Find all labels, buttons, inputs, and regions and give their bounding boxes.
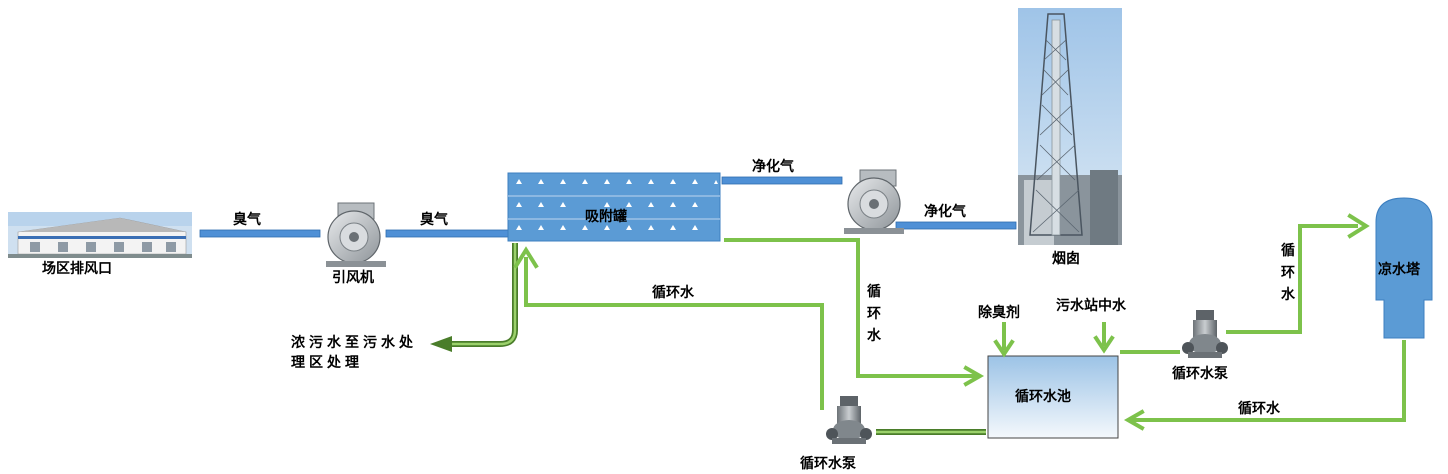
circulating-pool-label: 循环水池: [1015, 389, 1071, 405]
odor-gas-label-1: 臭气: [233, 212, 261, 228]
circulating-water-return-pipe: [524, 257, 824, 410]
pump-label-bottom: 循环水泵: [800, 456, 856, 472]
water-pump-icon: [1182, 310, 1228, 358]
chimney-tower-icon: [1018, 8, 1122, 245]
cooling-tower-label: 凉水塔: [1378, 262, 1420, 278]
tower-return-pipe: [1132, 340, 1406, 422]
water-pump-icon: [826, 396, 872, 444]
centrifugal-fan-icon: [326, 202, 386, 267]
pump-label-right: 循环水泵: [1172, 366, 1228, 382]
tank-to-pool-pipe: [724, 238, 976, 378]
cooling-tower: [1375, 197, 1433, 339]
gas-pipe-outlet-to-fan: [199, 229, 321, 238]
gas-pipe-fan-to-tank: [385, 229, 509, 238]
adsorption-tank: [507, 172, 721, 242]
outlet-label: 场区排风口: [42, 261, 112, 277]
chimney-label: 烟囱: [1052, 251, 1080, 267]
clean-gas-label-2: 净化气: [924, 204, 966, 220]
circulating-water-label-top: 循环水: [652, 285, 694, 301]
centrifugal-fan-icon: [844, 169, 904, 234]
pump-to-tower-pipe: [1226, 224, 1358, 334]
deodorant-label: 除臭剂: [978, 305, 1020, 321]
tower-inlet-water-label: 循环水: [1281, 243, 1295, 303]
factory-building-icon: [8, 212, 192, 258]
circulating-water-label-vertical: 循环水: [867, 284, 881, 344]
concentrated-wastewater-label: 浓污水至污水处理区处理: [291, 335, 417, 371]
circulating-pool: [987, 355, 1119, 439]
fan-label: 引风机: [332, 270, 374, 286]
adsorption-tank-label: 吸附罐: [585, 209, 627, 225]
odor-gas-label-2: 臭气: [420, 212, 448, 228]
wastewater-pipe: [440, 243, 518, 347]
clean-gas-label-1: 净化气: [752, 159, 794, 175]
gas-pipe-tank-to-fan2: [721, 176, 843, 185]
return-water-label: 循环水: [1238, 401, 1280, 417]
gas-pipe-fan2-to-chimney: [895, 221, 1017, 230]
reclaimed-water-label: 污水站中水: [1056, 298, 1126, 314]
